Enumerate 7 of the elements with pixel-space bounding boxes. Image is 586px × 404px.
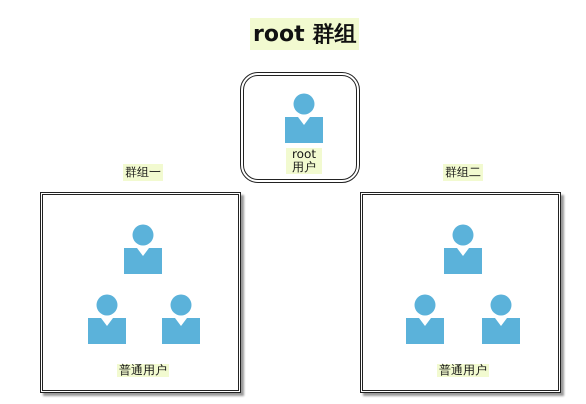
user-label: 普通用户 (117, 364, 169, 377)
group-heading: 群组一 (123, 164, 163, 181)
user-label: 普通用户 (437, 364, 489, 377)
title: root 群组 (250, 18, 360, 50)
user-box (240, 72, 360, 183)
group-heading: 群组二 (443, 164, 483, 181)
user-label: root 用户 (286, 148, 322, 174)
